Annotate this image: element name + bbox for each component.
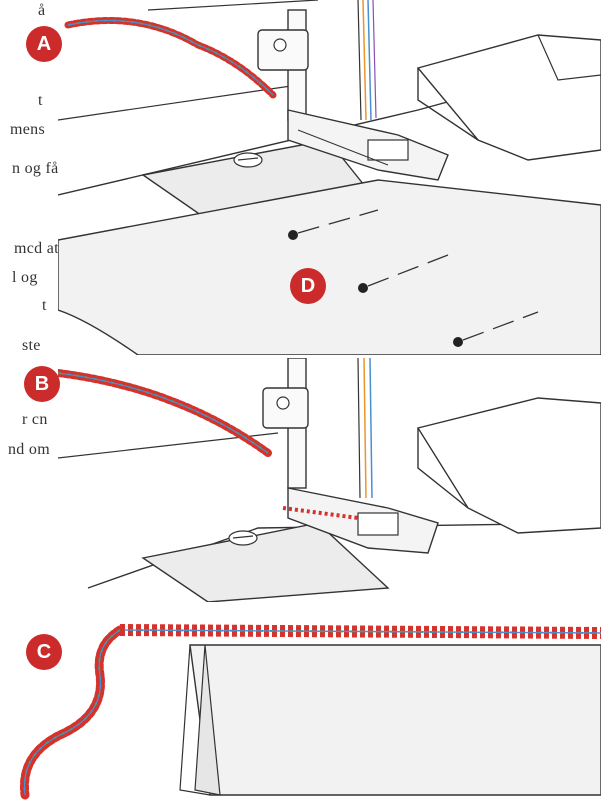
step-badge-d: D bbox=[290, 268, 326, 304]
sewing-machine-illustration-a bbox=[58, 0, 601, 355]
machine-body-line bbox=[58, 85, 298, 120]
illustration-c bbox=[0, 605, 601, 800]
sewing-machine-illustration-b bbox=[58, 358, 601, 602]
instruction-text-fragment: r cn bbox=[22, 411, 48, 429]
gimp-cord-icon bbox=[68, 21, 273, 96]
instruction-text-fragment: mens bbox=[10, 121, 45, 139]
illustration-a bbox=[58, 0, 601, 355]
step-badge-c: C bbox=[26, 634, 62, 670]
machine-arm-line bbox=[148, 0, 318, 10]
instruction-text-fragment: t bbox=[42, 297, 47, 315]
instruction-text-fragment: nd om bbox=[8, 441, 50, 459]
instruction-text-fragment: t bbox=[38, 92, 43, 110]
finished-seam-illustration bbox=[0, 605, 601, 800]
instruction-text-fragment: n og få bbox=[12, 160, 59, 178]
step-badge-b: B bbox=[24, 366, 60, 402]
illustration-b bbox=[58, 358, 601, 602]
instruction-text-fragment: mcd at bbox=[14, 240, 59, 258]
instruction-text-fragment: å bbox=[38, 2, 45, 20]
instruction-text-fragment: ste bbox=[22, 337, 41, 355]
instruction-text-fragment: l og bbox=[12, 269, 38, 287]
fabric-fold-back bbox=[190, 645, 601, 795]
step-badge-a: A bbox=[26, 26, 62, 62]
